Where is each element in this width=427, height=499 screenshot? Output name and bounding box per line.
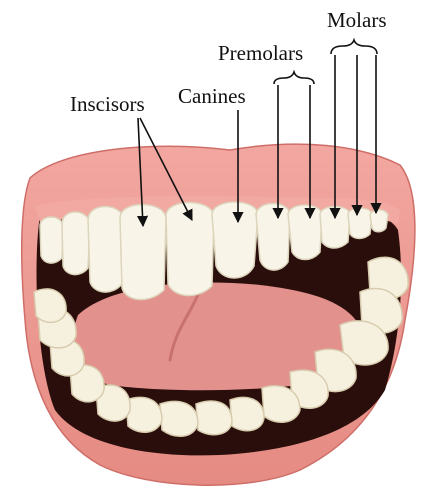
upper-premolar-2 xyxy=(288,205,322,260)
upper-incisor-1 xyxy=(88,207,124,293)
upper-molar-left-2 xyxy=(40,217,63,263)
lower-incisor-1 xyxy=(230,397,264,430)
upper-molar-3 xyxy=(370,210,388,232)
lower-molar-left-2 xyxy=(34,289,66,322)
molars-brace xyxy=(331,40,377,54)
upper-premolar-1 xyxy=(256,204,290,271)
upper-canine xyxy=(212,202,258,278)
upper-molar-2 xyxy=(348,208,372,239)
lower-incisor-4 xyxy=(126,397,162,432)
premolars-label: Premolars xyxy=(218,43,303,64)
canines-label: Canines xyxy=(178,86,246,107)
molars-label: Molars xyxy=(327,10,387,31)
incisors-label: Inscisors xyxy=(70,94,145,115)
lower-incisor-2 xyxy=(196,401,232,435)
upper-molar-left-1 xyxy=(62,212,90,275)
premolars-brace xyxy=(274,72,314,84)
